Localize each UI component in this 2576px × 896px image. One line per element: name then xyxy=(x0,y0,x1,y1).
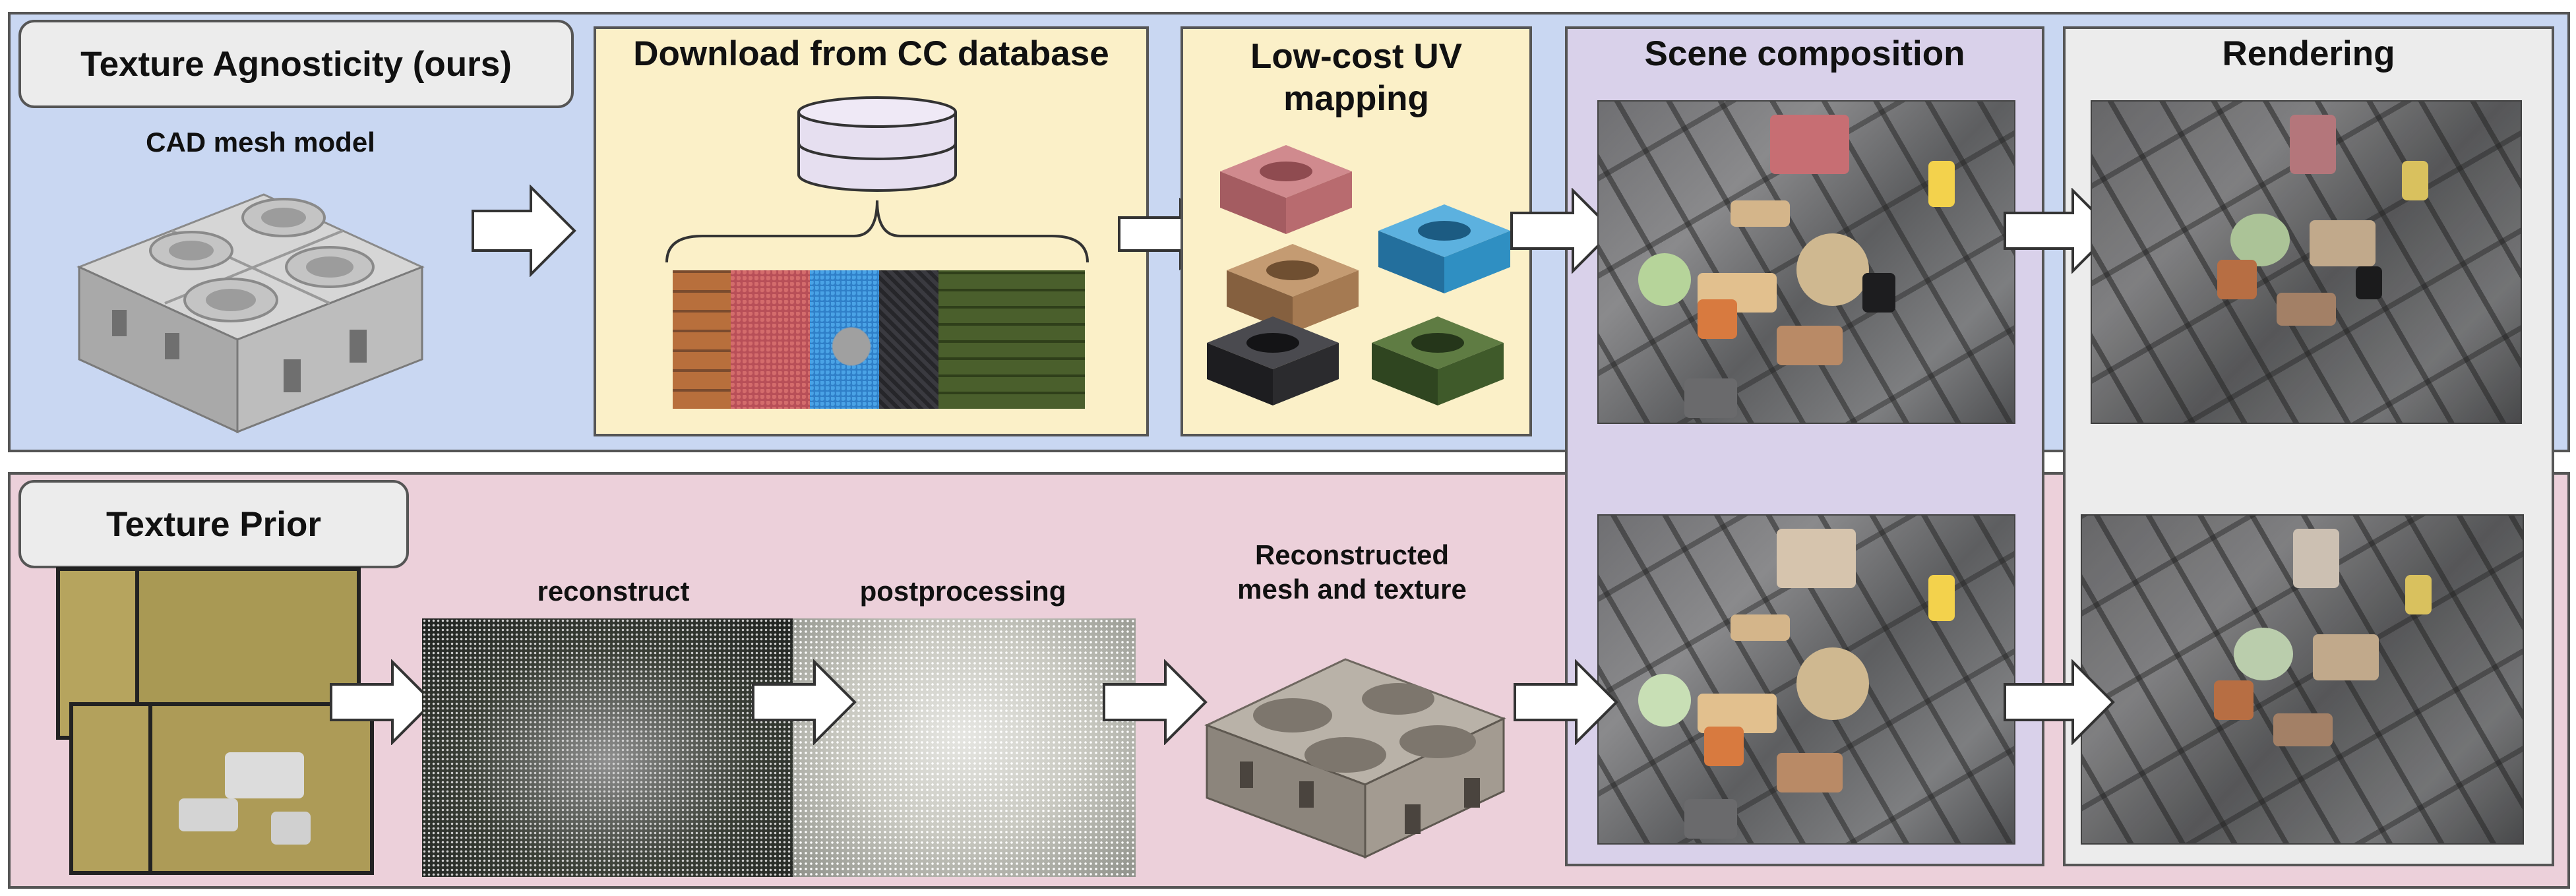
arrow-to-scene-top xyxy=(1510,188,1615,274)
postprocessing-label: postprocessing xyxy=(859,576,1066,607)
uv-mapping-title-line2: mapping xyxy=(1283,79,1429,118)
texture-prior-tag: Texture Prior xyxy=(18,480,409,568)
rendering-title: Rendering xyxy=(2222,34,2395,73)
texture-swatch-blue-worn xyxy=(810,270,879,409)
reconstructed-mesh-label-line1: Reconstructed xyxy=(1254,539,1450,570)
arrow-to-download xyxy=(472,185,576,277)
database-icon xyxy=(797,96,957,192)
texture-swatch-brick xyxy=(673,270,731,409)
texture-agnosticity-tag: Texture Agnosticity (ours) xyxy=(18,20,574,108)
scene-composition-title: Scene composition xyxy=(1644,34,1965,73)
captured-photo-4 xyxy=(148,702,374,875)
texture-swatch-moss-planks xyxy=(938,270,1085,409)
arrow-to-scene-bottom xyxy=(1514,659,1618,745)
scene-composition-image-top xyxy=(1597,100,2015,424)
download-cc-title: Download from CC database xyxy=(633,34,1109,73)
cad-mesh-label: CAD mesh model xyxy=(146,127,375,158)
scene-composition-image-bottom xyxy=(1597,514,2015,845)
postprocessing-pointcloud-image xyxy=(793,618,1136,877)
rendering-image-top xyxy=(2091,100,2522,424)
cad-mesh-model-image xyxy=(77,193,425,434)
texture-swatch-dark-fabric xyxy=(879,270,938,409)
reconstructed-mesh-label-line2: mesh and texture xyxy=(1237,574,1467,605)
texture-swatch-red-speckle xyxy=(731,270,810,409)
arrow-to-reconstruct xyxy=(330,659,435,745)
arrow-to-rendering-bottom xyxy=(2004,659,2115,745)
rendering-image-bottom xyxy=(2081,514,2524,845)
reconstruct-pointcloud-image xyxy=(422,618,793,877)
curly-brace-icon xyxy=(665,200,1089,263)
uv-mapped-blocks-image xyxy=(1207,145,1510,405)
reconstruct-label: reconstruct xyxy=(537,576,690,607)
uv-mapping-title-line1: Low-cost UV xyxy=(1250,37,1462,76)
arrow-to-postprocessing xyxy=(752,659,857,745)
arrow-to-reconstructed-mesh xyxy=(1103,659,1208,745)
reconstructed-mesh-image xyxy=(1204,658,1506,859)
